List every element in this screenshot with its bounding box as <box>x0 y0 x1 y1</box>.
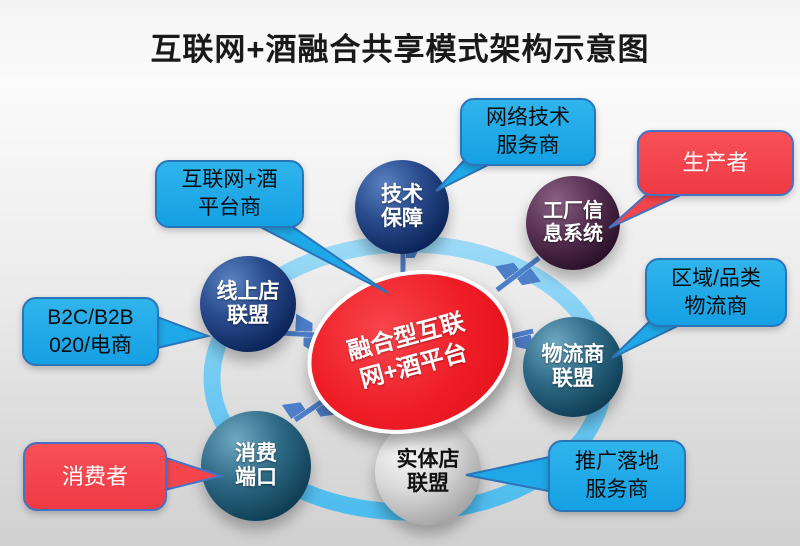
callout-network-tech-line2: 服务商 <box>496 134 560 157</box>
node-online-store-line1: 线上店 <box>216 279 280 303</box>
node-consumer-port-line2: 端口 <box>235 466 277 489</box>
callout-region-logistics-line1: 区域/品类 <box>671 266 761 290</box>
arrow-center-to-factory <box>497 256 539 292</box>
tail-promotion-landing-provider <box>465 454 555 494</box>
node-consumer-port-line1: 消费 <box>235 441 277 465</box>
tail-internet-wine-platform <box>242 217 389 294</box>
callout-internet-wine-platform-line1: 互联网+酒 <box>181 168 278 192</box>
node-tech-support: 技术 保障 <box>355 160 449 254</box>
node-logistics-line1: 物流商 <box>541 342 605 366</box>
node-online-store-alliance: 线上店 联盟 <box>200 256 296 352</box>
node-store-line1: 实体店 <box>396 447 460 471</box>
callout-promotion-line2: 服务商 <box>585 478 649 501</box>
callout-b2c-b2b-o2o: B2C/B2B 020/电商 <box>22 297 159 366</box>
callout-internet-wine-platform: 互联网+酒 平台商 <box>155 160 304 228</box>
page-title: 互联网+酒融合共享模式架构示意图 <box>150 32 650 67</box>
callout-producer-line1: 生产者 <box>682 150 749 176</box>
node-tech-support-line2: 保障 <box>381 207 423 230</box>
node-consumer-port: 消费 端口 <box>201 411 311 521</box>
callout-promotion-landing-provider: 推广落地 服务商 <box>548 440 686 512</box>
node-factory-line2: 息系统 <box>543 223 603 245</box>
callout-b2c-line1: B2C/B2B <box>47 305 134 329</box>
callout-promotion-line1: 推广落地 <box>575 450 659 474</box>
node-tech-support-line1: 技术 <box>381 182 423 206</box>
callout-region-logistics-line2: 物流商 <box>684 294 748 318</box>
callout-network-tech-line1: 网络技术 <box>486 106 570 130</box>
node-store-line2: 联盟 <box>407 472 449 495</box>
callout-region-category-logistics: 区域/品类 物流商 <box>645 258 787 327</box>
callout-network-tech-provider: 网络技术 服务商 <box>460 98 596 166</box>
callout-consumer-line1: 消费者 <box>61 463 128 489</box>
node-online-store-line2: 联盟 <box>227 304 269 327</box>
callout-b2c-line2: 020/电商 <box>49 333 132 357</box>
callout-consumer: 消费者 <box>23 442 167 511</box>
node-logistics-line2: 联盟 <box>552 367 594 390</box>
callout-internet-wine-platform-line2: 平台商 <box>198 196 261 219</box>
callout-producer: 生产者 <box>637 130 794 196</box>
node-physical-store-alliance: 实体店 联盟 <box>375 419 481 525</box>
node-factory-info-system: 工厂信 息系统 <box>526 176 620 270</box>
node-factory-line1: 工厂信 <box>543 200 603 222</box>
node-logistics-alliance: 物流商 联盟 <box>523 317 623 417</box>
